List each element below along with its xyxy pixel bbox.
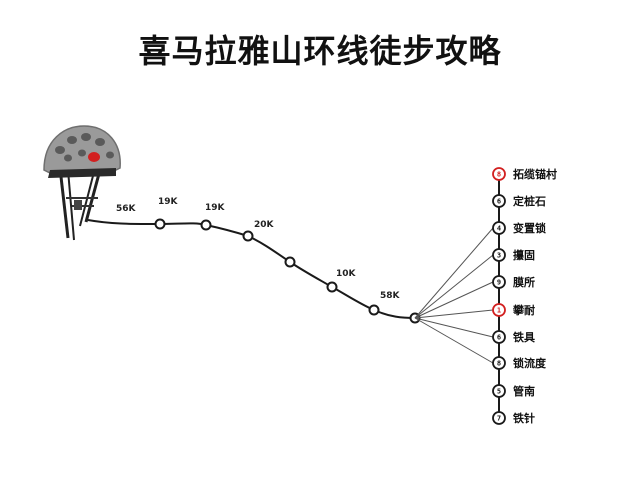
legend-item-number: 5 (497, 388, 501, 396)
legend-list: 8 拓缆锚村 6 定桩石 4 变置锁 3 攥固 9 膜所 1 攀耐 (492, 167, 557, 425)
legend-item: 5 管南 (492, 384, 535, 398)
legend-item-number: 8 (497, 360, 501, 368)
waypoint-3 (242, 230, 254, 242)
legend-item-number: 8 (497, 171, 501, 179)
distance-label-6: 58K (380, 291, 401, 301)
legend-item-number: 1 (497, 307, 501, 315)
waypoint-6 (368, 304, 380, 316)
page-title: 喜马拉雅山环线徒步攻略 (138, 32, 502, 70)
legend-item-number: 7 (497, 415, 501, 423)
legend-item-label: 管南 (513, 384, 535, 398)
legend-item-label: 铁针 (513, 411, 535, 425)
waypoint-2 (200, 219, 212, 231)
legend-item: 6 定桩石 (492, 194, 546, 208)
distance-label-4: 20K (254, 220, 275, 230)
legend-item: 4 变置锁 (492, 221, 546, 235)
legend-item-label: 攀耐 (512, 303, 535, 317)
fan-connectors (414, 227, 494, 364)
waypoint-5 (326, 281, 338, 293)
legend-item-label: 锁流度 (513, 356, 547, 370)
legend-item-label: 攥固 (513, 248, 535, 262)
legend-item-label: 拓缆锚村 (513, 167, 557, 181)
legend-item-number: 9 (497, 279, 501, 287)
waypoint-4 (284, 256, 296, 268)
legend-item: 8 锁流度 (492, 356, 547, 370)
waypoint-nodes (154, 218, 421, 324)
legend-item: 3 攥固 (492, 248, 535, 262)
distance-label-1: 56K (116, 204, 137, 214)
helmet-icon (43, 125, 121, 241)
distance-label-5: 10K (336, 269, 357, 279)
legend-item-label: 变置锁 (513, 221, 546, 235)
legend-item: 1 攀耐 (492, 303, 535, 317)
legend-item: 6 铁具 (492, 330, 535, 344)
legend-item-number: 4 (497, 225, 501, 233)
legend-item-label: 铁具 (513, 330, 535, 344)
waypoint-1 (154, 218, 166, 230)
legend-item: 8 拓缆锚村 (492, 167, 557, 181)
legend-item-number: 6 (497, 334, 501, 342)
legend-item-number: 3 (497, 252, 501, 260)
legend-item-number: 6 (497, 198, 501, 206)
legend-item: 7 铁针 (492, 411, 535, 425)
legend-item-label: 定桩石 (513, 194, 546, 208)
distance-label-3: 19K (205, 203, 226, 213)
legend-item: 9 膜所 (492, 275, 535, 289)
distance-label-2: 19K (158, 197, 179, 207)
legend-item-label: 膜所 (513, 275, 535, 289)
